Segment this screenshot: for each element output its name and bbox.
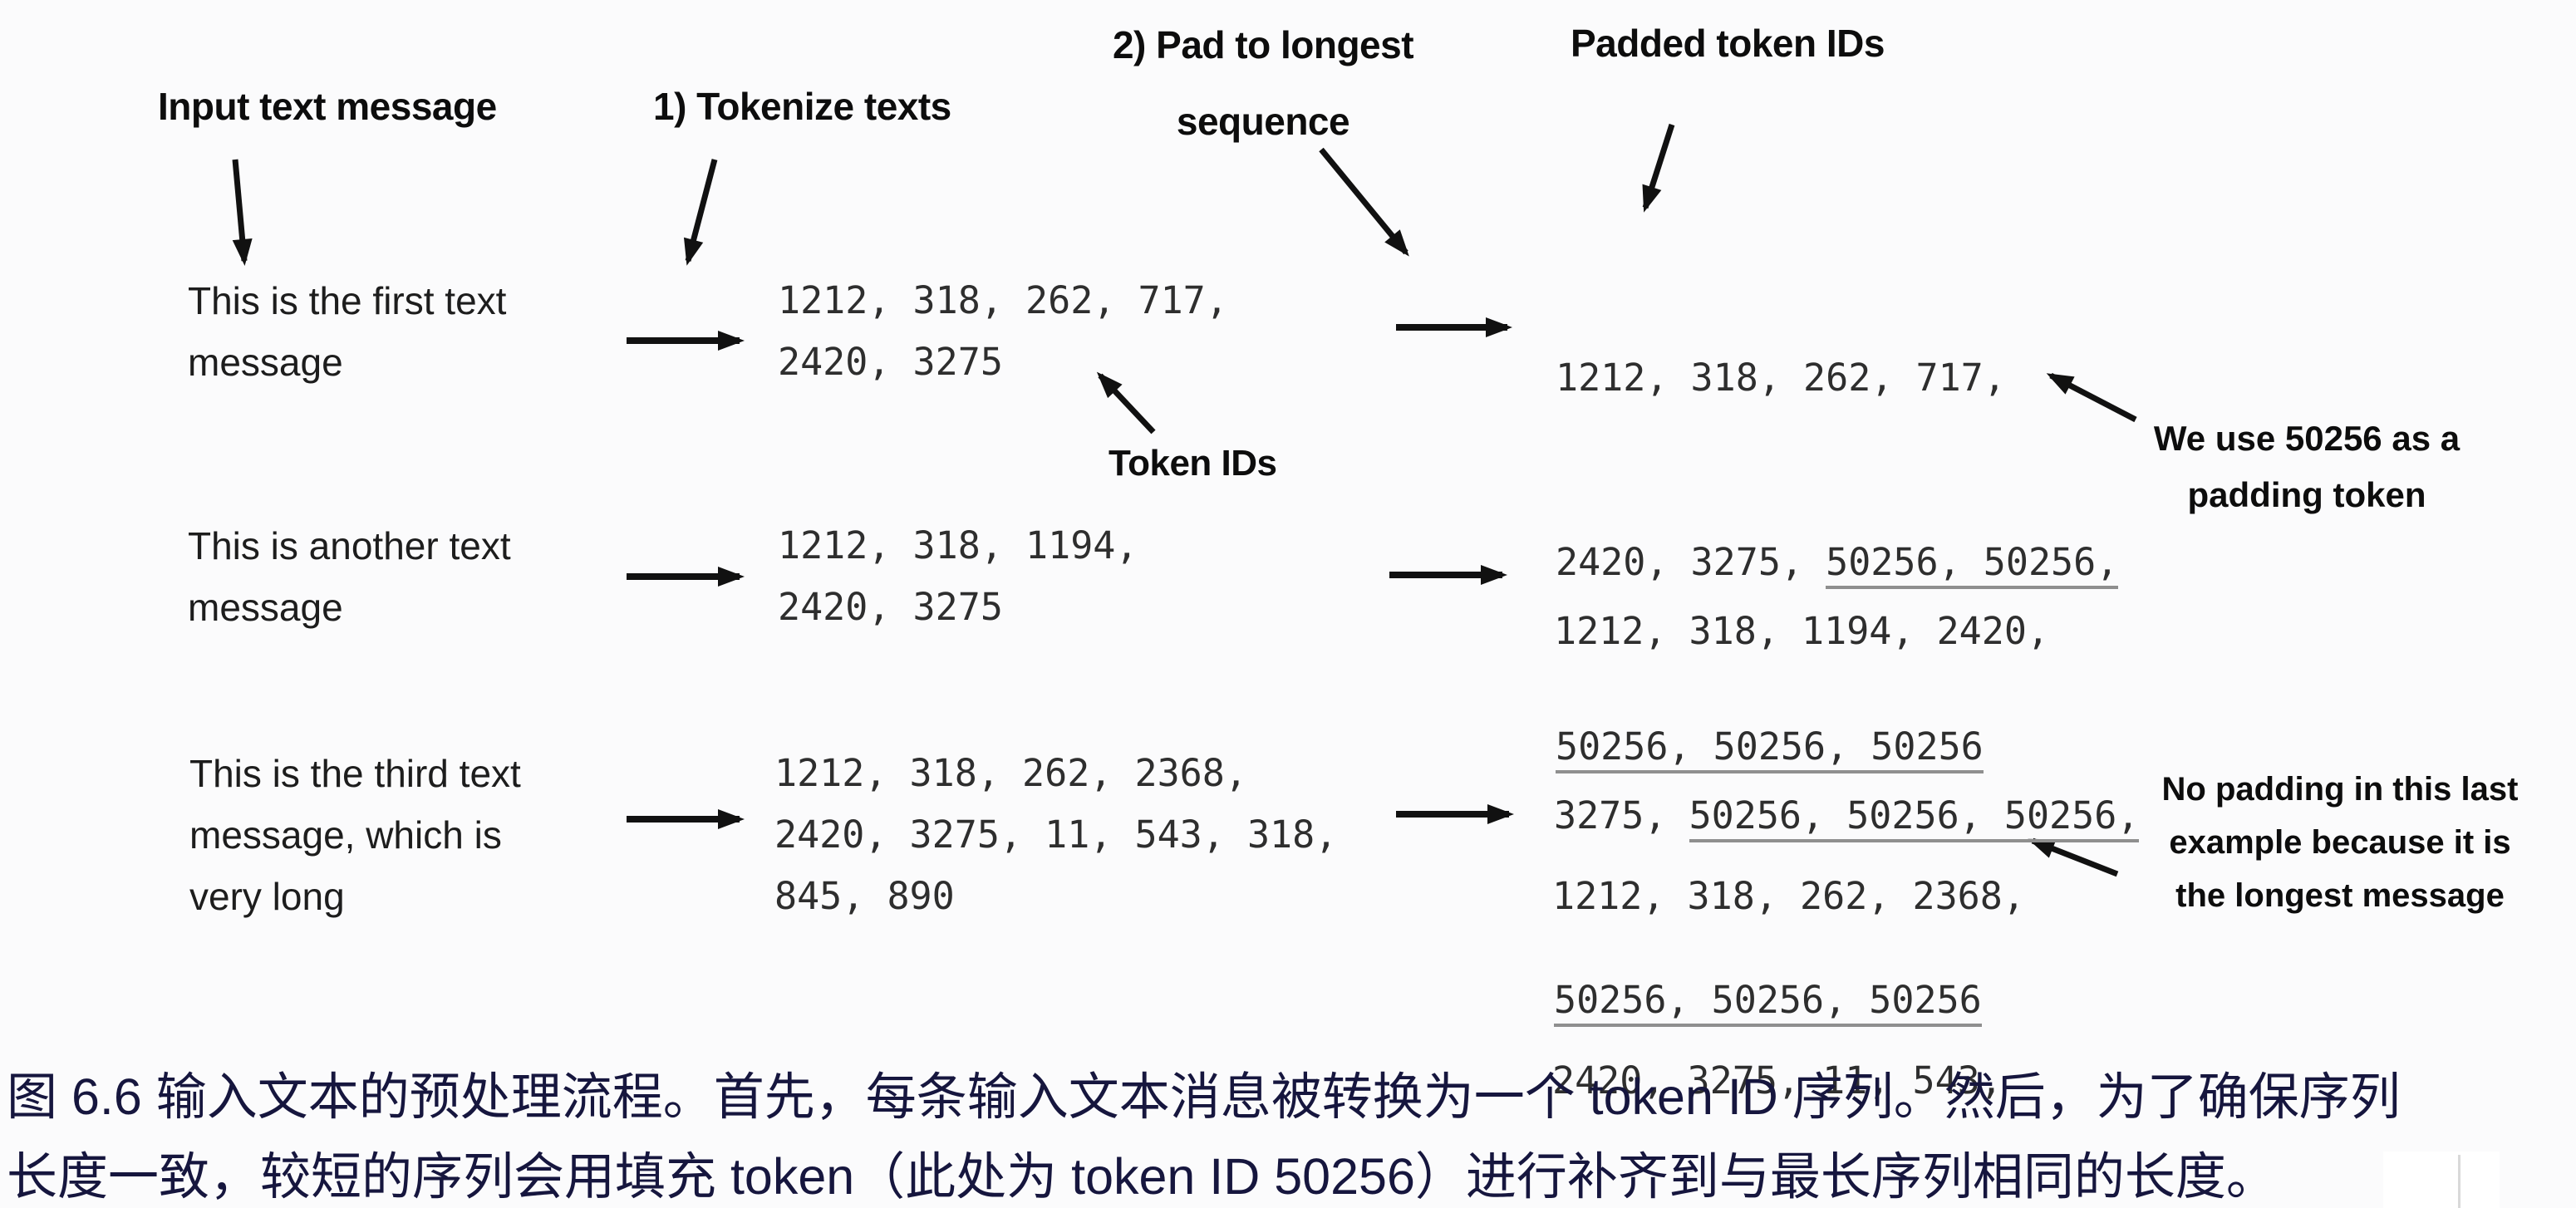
arrow-we-use-pointer-icon — [2046, 372, 2137, 423]
row1-token-ids: 1212, 318, 262, 717,2420, 3275 — [778, 278, 1228, 384]
figure-caption-line2: 长度一致，较短的序列会用填充 token（此处为 token ID 50256）… — [7, 1148, 2277, 1205]
arrow-tokenize-label-down-icon — [683, 159, 718, 266]
row2-padded-token-ids: 1212, 318, 1194, 2420, 3275, 50256, 5025… — [1554, 478, 2140, 1154]
arrow-padded-label-down-icon — [1642, 123, 1675, 213]
row3-token-ids: 1212, 318, 262, 2368,2420, 3275, 11, 543… — [774, 751, 1338, 918]
row2-token-ids: 1212, 318, 1194,2420, 3275 — [778, 523, 1138, 629]
row3-padded-token-ids: 1212, 318, 262, 2368, 2420, 3275, 11, 54… — [1552, 874, 2025, 1102]
arrow-input-label-down-icon — [232, 159, 253, 266]
corner-artifact-line — [2458, 1155, 2460, 1208]
label-pad-line2: sequence — [1176, 100, 1350, 143]
corner-artifact — [2383, 1152, 2500, 1208]
arrow-token-ids-pointer-icon — [1096, 371, 1156, 435]
arrow-pad-label-down-icon — [1319, 147, 1409, 257]
figure-caption-line1: 图 6.6 输入文本的预处理流程。首先，每条输入文本消息被转换为一个 token… — [7, 1068, 2401, 1125]
figure-caption: 图 6.6 输入文本的预处理流程。首先，每条输入文本消息被转换为一个 token… — [7, 1057, 2569, 1208]
row1-padded-token-ids: 1212, 318, 262, 717, 2420, 3275, 50256, … — [1556, 224, 2119, 901]
label-token-ids: Token IDs — [1109, 443, 1277, 484]
arrow-no-padding-pointer-icon — [2028, 837, 2119, 877]
label-pad-step: 2) Pad to longest sequence — [1097, 7, 1429, 160]
label-input-text-message: Input text message — [158, 85, 497, 128]
label-tokenize-step: 1) Tokenize texts — [653, 85, 951, 128]
label-pad-line1: 2) Pad to longest — [1112, 23, 1414, 66]
label-padded-token-ids: Padded token IDs — [1571, 22, 1885, 65]
